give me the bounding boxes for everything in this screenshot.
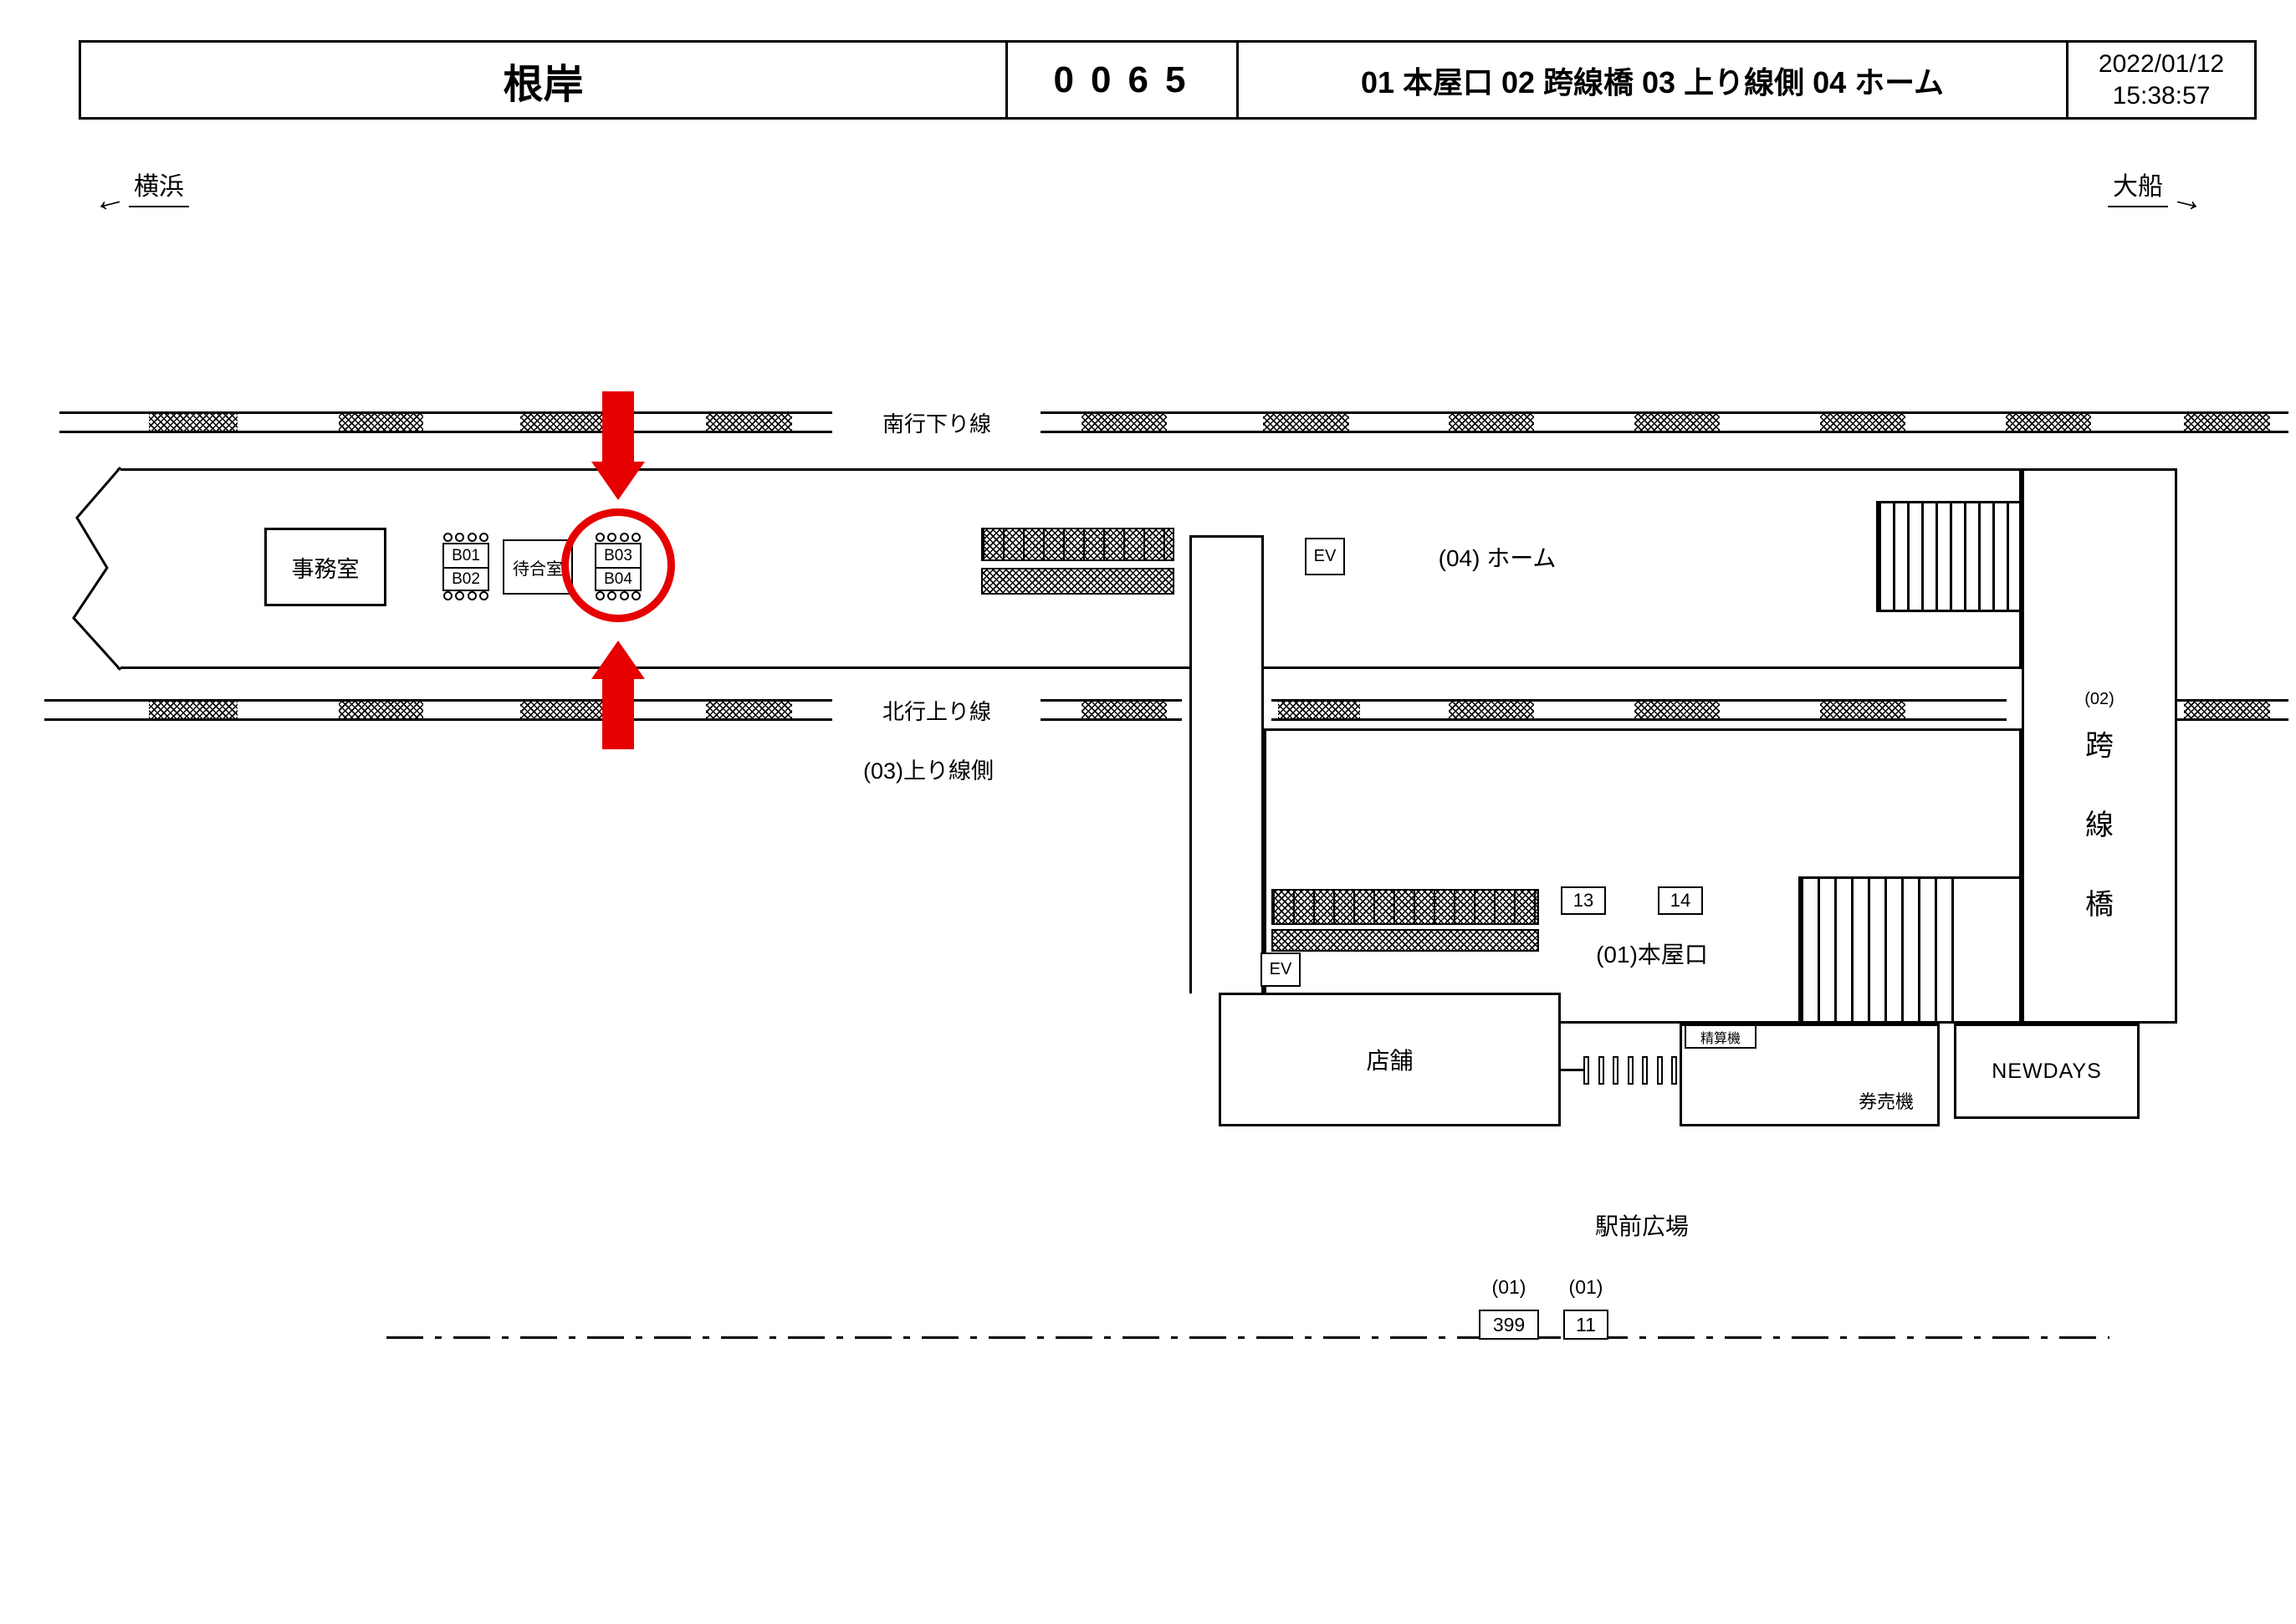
position-box-14: 14 bbox=[1658, 886, 1703, 915]
track-north-segment-right bbox=[2177, 699, 2288, 721]
footbridge: (02) 跨 線 橋 bbox=[2022, 468, 2177, 1024]
highlight-circle bbox=[561, 508, 675, 622]
fare-adjustment-machine: 精算機 bbox=[1685, 1026, 1757, 1049]
left-arrow-icon: ← bbox=[88, 176, 130, 222]
ticket-machine-area: 精算機 券売機 bbox=[1680, 1024, 1940, 1126]
seat-dot bbox=[478, 533, 488, 542]
track-north-segment-mid1 bbox=[1041, 699, 1182, 721]
seat-dot bbox=[455, 591, 465, 600]
platform-04-label: (04) ホーム bbox=[1438, 545, 1557, 571]
seat-dot bbox=[455, 533, 465, 542]
location-index: 01 本屋口 02 跨線橋 03 上り線側 04 ホーム bbox=[1236, 43, 2066, 117]
track-south-segment-left bbox=[59, 411, 832, 433]
seat-dot bbox=[443, 533, 453, 542]
footbridge-tag: (02) bbox=[2084, 690, 2114, 708]
gate-bar bbox=[1671, 1056, 1677, 1085]
gate-bar bbox=[1598, 1056, 1604, 1085]
bench-seats-bottom bbox=[442, 591, 489, 601]
building-entrance-label: (01)本屋口 bbox=[1596, 942, 1708, 968]
station-code: 0065 bbox=[1005, 43, 1236, 117]
track-north-segment-mid2 bbox=[1271, 699, 2007, 721]
plaza-boundary-line bbox=[386, 1336, 2109, 1339]
seat-dot bbox=[478, 591, 488, 600]
seat-dot bbox=[443, 591, 453, 600]
bench-label-b01: B01 bbox=[452, 546, 480, 564]
right-arrow-icon: → bbox=[2167, 176, 2209, 222]
bench-b01-b02: B01 B02 bbox=[442, 533, 489, 601]
seat-dot bbox=[467, 591, 477, 600]
ticket-vending-machine: 券売機 bbox=[1858, 1091, 1914, 1112]
direction-yokohama: ← 横浜 bbox=[88, 166, 189, 221]
gate-bar bbox=[1627, 1056, 1634, 1085]
station-name: 根岸 bbox=[503, 62, 584, 107]
plaza-box-11: 11 bbox=[1563, 1310, 1608, 1340]
platform-elevator: EV bbox=[1305, 538, 1345, 575]
plaza-tag-left: (01) bbox=[1491, 1276, 1526, 1298]
footbridge-char-3: 橋 bbox=[2085, 889, 2114, 921]
date-text: 2022/01/12 bbox=[2098, 50, 2225, 78]
gate-bar bbox=[1583, 1056, 1589, 1085]
highlight-arrow-up-icon bbox=[591, 641, 645, 749]
header-bar: 根岸 0065 01 本屋口 02 跨線橋 03 上り線側 04 ホーム 202… bbox=[79, 40, 2257, 120]
plaza-tag-right: (01) bbox=[1568, 1276, 1603, 1298]
gate-bar bbox=[1656, 1056, 1663, 1085]
platform-stairs-lower bbox=[981, 568, 1174, 595]
gate-bar bbox=[1642, 1056, 1648, 1085]
plaza-label: 駅前広場 bbox=[1594, 1213, 1689, 1239]
track-label-south-down: 南行下り線 bbox=[882, 411, 991, 437]
building-stairs-lower bbox=[1271, 929, 1539, 952]
building-elevator: EV bbox=[1260, 952, 1301, 987]
footbridge-char-1: 跨 bbox=[2085, 730, 2114, 762]
platform-bridge-stairs bbox=[1876, 501, 2022, 612]
gate-connector-line bbox=[1561, 1069, 1583, 1071]
overpass-corridor bbox=[1189, 535, 1264, 993]
shop: 店舗 bbox=[1219, 993, 1561, 1126]
newdays-store: NEWDAYS bbox=[1954, 1024, 2140, 1119]
direction-right-label: 大船 bbox=[2108, 166, 2168, 207]
plaza-box-399: 399 bbox=[1479, 1310, 1539, 1340]
track-label-north-up: 北行上り線 bbox=[882, 698, 991, 724]
bench-label-b02: B02 bbox=[444, 567, 488, 590]
position-box-13: 13 bbox=[1561, 886, 1606, 915]
timestamp: 2022/01/12 15:38:57 bbox=[2066, 43, 2254, 117]
gate-bar bbox=[1613, 1056, 1618, 1085]
seat-dot bbox=[467, 533, 477, 542]
highlight-arrow-down-icon bbox=[591, 391, 645, 500]
track-north-segment-left bbox=[44, 699, 832, 721]
bench-seats-top bbox=[442, 533, 489, 543]
platform-stairs-upper bbox=[981, 528, 1174, 561]
office-room: 事務室 bbox=[264, 528, 386, 606]
direction-ofuna: 大船 → bbox=[2108, 166, 2209, 221]
up-line-side-label: (03)上り線側 bbox=[862, 758, 994, 784]
direction-left-label: 横浜 bbox=[129, 166, 189, 207]
track-south-segment-right bbox=[1041, 411, 2288, 433]
footbridge-char-2: 線 bbox=[2085, 809, 2114, 841]
building-bridge-stairs bbox=[1798, 876, 2022, 1024]
ticket-gates bbox=[1583, 1056, 1677, 1085]
footbridge-label: (02) 跨 線 橋 bbox=[2024, 690, 2175, 922]
building-stairs-upper bbox=[1271, 889, 1539, 925]
time-text: 15:38:57 bbox=[2112, 81, 2211, 110]
platform-break-zigzag bbox=[72, 467, 122, 672]
